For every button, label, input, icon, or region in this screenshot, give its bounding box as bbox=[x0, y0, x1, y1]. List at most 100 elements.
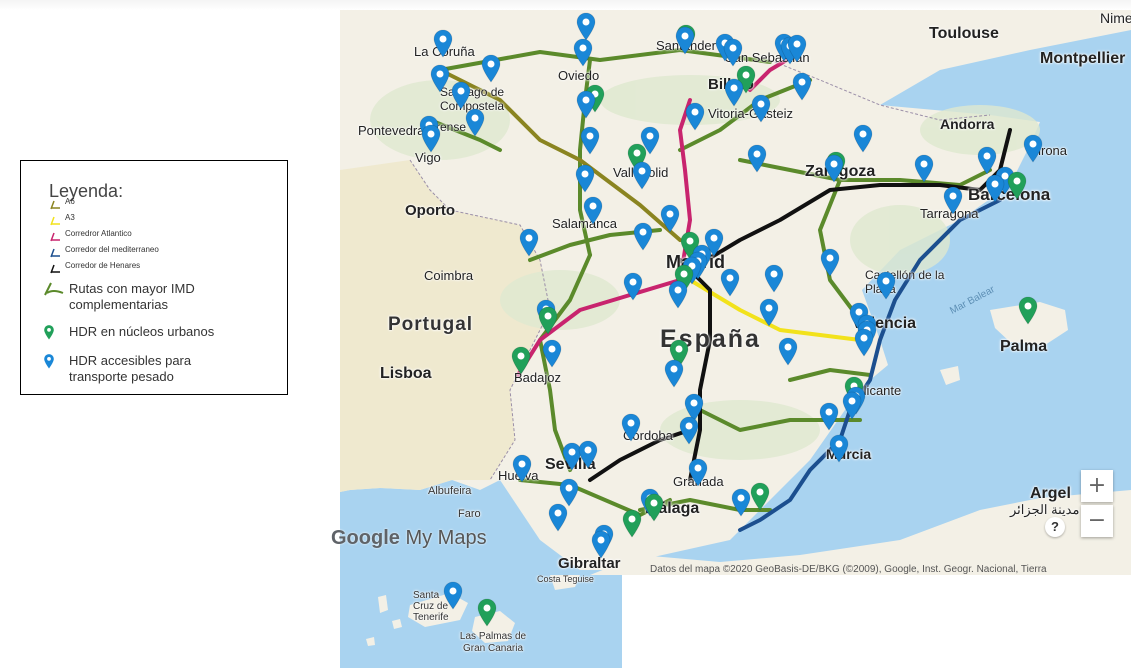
blue-map-pin-icon[interactable] bbox=[511, 453, 533, 483]
blue-map-pin-icon[interactable] bbox=[777, 336, 799, 366]
label-vigo: Vigo bbox=[415, 150, 441, 165]
blue-map-pin-icon[interactable] bbox=[750, 93, 772, 123]
label-faro: Faro bbox=[458, 508, 481, 520]
legend-label: Corredror Atlantico bbox=[65, 229, 132, 238]
blue-map-pin-icon[interactable] bbox=[429, 63, 451, 93]
blue-map-pin-icon[interactable] bbox=[684, 101, 706, 131]
label-palma: Palma bbox=[1000, 338, 1048, 355]
blue-map-pin-icon[interactable] bbox=[976, 145, 998, 175]
legend-label: Corredor de Henares bbox=[65, 261, 141, 270]
legend-label: Corredor del mediterraneo bbox=[65, 245, 159, 254]
blue-map-pin-icon[interactable] bbox=[450, 80, 472, 110]
label-pontevedra: Pontevedra bbox=[358, 123, 425, 138]
green-map-pin-icon[interactable] bbox=[749, 481, 771, 511]
blue-map-pin-icon[interactable] bbox=[632, 221, 654, 251]
blue-map-pin-icon[interactable] bbox=[678, 415, 700, 445]
green-map-pin-icon[interactable] bbox=[510, 345, 532, 375]
blue-map-pin-icon[interactable] bbox=[719, 267, 741, 297]
blue-map-pin-icon[interactable] bbox=[758, 297, 780, 327]
blue-map-pin-icon[interactable] bbox=[823, 153, 845, 183]
zoom-out-button[interactable]: − bbox=[1081, 505, 1113, 537]
blue-map-pin-icon[interactable] bbox=[763, 263, 785, 293]
legend-item-mediterraneo: Corredor del mediterraneo bbox=[49, 245, 159, 263]
blue-map-pin-icon[interactable] bbox=[723, 77, 745, 107]
blue-map-pin-icon[interactable] bbox=[667, 279, 689, 309]
green-map-pin-icon[interactable] bbox=[621, 508, 643, 538]
blue-map-pin-icon[interactable] bbox=[984, 173, 1006, 203]
green-map-pin-icon[interactable] bbox=[537, 305, 559, 335]
blue-map-pin-icon[interactable] bbox=[547, 502, 569, 532]
blue-map-pin-icon[interactable] bbox=[730, 487, 752, 517]
blue-map-pin-icon[interactable] bbox=[622, 271, 644, 301]
blue-map-pin-icon[interactable] bbox=[631, 160, 653, 190]
blue-map-pin-icon[interactable] bbox=[577, 439, 599, 469]
blue-map-pin-icon[interactable] bbox=[659, 203, 681, 233]
blue-map-pin-icon[interactable] bbox=[853, 327, 875, 357]
legend-label: A6 bbox=[65, 197, 75, 206]
land-hierro bbox=[366, 637, 375, 646]
blue-map-pin-icon[interactable] bbox=[663, 358, 685, 388]
legend-title: Leyenda: bbox=[49, 181, 124, 201]
legend-label: HDR en núcleos urbanos bbox=[69, 324, 215, 339]
blue-map-pin-icon[interactable] bbox=[561, 441, 583, 471]
blue-map-pin-icon[interactable] bbox=[1022, 133, 1044, 163]
blue-map-pin-icon[interactable] bbox=[819, 247, 841, 277]
map-background bbox=[340, 10, 1131, 575]
blue-map-pin-icon[interactable] bbox=[582, 195, 604, 225]
blue-map-pin-icon[interactable] bbox=[674, 25, 696, 55]
label-gibraltar: Gibraltar bbox=[558, 555, 621, 572]
blue-map-pin-icon[interactable] bbox=[639, 125, 661, 155]
label-oviedo: Oviedo bbox=[558, 68, 600, 83]
blue-map-pin-icon[interactable] bbox=[875, 270, 897, 300]
blue-map-pin-icon[interactable] bbox=[913, 153, 935, 183]
blue-map-pin-icon[interactable] bbox=[746, 143, 768, 173]
blue-map-pin-icon[interactable] bbox=[687, 457, 709, 487]
blue-map-pin-icon[interactable] bbox=[791, 71, 813, 101]
blue-map-pin-icon[interactable] bbox=[572, 37, 594, 67]
blue-map-pin-icon[interactable] bbox=[818, 401, 840, 431]
blue-map-pin-icon[interactable] bbox=[841, 390, 863, 420]
blue-map-pin-icon[interactable] bbox=[703, 227, 725, 257]
blue-map-pin-icon[interactable] bbox=[575, 89, 597, 119]
blue-map-pin-icon[interactable] bbox=[722, 37, 744, 67]
legend-item-imd: Rutas con mayor IMD complementarias bbox=[43, 281, 259, 313]
label-argel-arabic: مدينة الجزائر bbox=[1010, 502, 1080, 517]
green-map-pin-icon[interactable] bbox=[1006, 170, 1028, 200]
blue-map-pin-icon[interactable] bbox=[579, 125, 601, 155]
canary-islands-inset[interactable]: Costa Teguise Santa Cruz de Tenerife Las… bbox=[340, 575, 622, 668]
label-montpellier: Montpellier bbox=[1040, 50, 1126, 67]
blue-map-pin-icon[interactable] bbox=[541, 338, 563, 368]
route-imd bbox=[538, 253, 592, 472]
legend-item-henares: Corredor de Henares bbox=[49, 261, 140, 279]
blue-map-pin-icon[interactable] bbox=[420, 123, 442, 153]
blue-map-pin-icon[interactable] bbox=[942, 185, 964, 215]
route-icon bbox=[49, 213, 65, 231]
route-imd bbox=[678, 78, 812, 152]
label-badajoz: Badajoz bbox=[514, 370, 561, 385]
blue-map-pin-icon[interactable] bbox=[683, 392, 705, 422]
blue-map-pin-icon[interactable] bbox=[620, 412, 642, 442]
blue-map-pin-icon[interactable] bbox=[558, 477, 580, 507]
land-portugal bbox=[340, 160, 550, 492]
map-legend: Leyenda: A6 A3 Corredror Atlantico Corre… bbox=[20, 160, 288, 395]
blue-map-pin-icon[interactable] bbox=[432, 28, 454, 58]
green-map-pin-icon[interactable] bbox=[1017, 295, 1039, 325]
blue-map-pin-icon[interactable] bbox=[574, 163, 596, 193]
blue-map-pin-icon[interactable] bbox=[518, 227, 540, 257]
blue-map-pin-icon[interactable] bbox=[590, 529, 612, 559]
green-map-pin-icon[interactable] bbox=[476, 597, 498, 627]
route-a3 bbox=[688, 278, 862, 342]
blue-map-pin-icon[interactable] bbox=[480, 53, 502, 83]
map-canvas[interactable]: Nimes Toulouse Montpellier Andorra La Co… bbox=[340, 10, 1131, 575]
blue-map-pin-icon[interactable] bbox=[852, 123, 874, 153]
blue-map-pin-icon[interactable] bbox=[786, 33, 808, 63]
inset-background bbox=[366, 575, 580, 646]
zoom-in-button[interactable]: + bbox=[1081, 470, 1113, 502]
green-map-pin-icon[interactable] bbox=[643, 492, 665, 522]
blue-map-pin-icon[interactable] bbox=[828, 433, 850, 463]
blue-map-pin-icon[interactable] bbox=[575, 11, 597, 41]
route-imd bbox=[638, 498, 772, 512]
blue-map-pin-icon[interactable] bbox=[464, 107, 486, 137]
help-icon[interactable]: ? bbox=[1045, 517, 1065, 537]
blue-map-pin-icon[interactable] bbox=[442, 580, 464, 610]
